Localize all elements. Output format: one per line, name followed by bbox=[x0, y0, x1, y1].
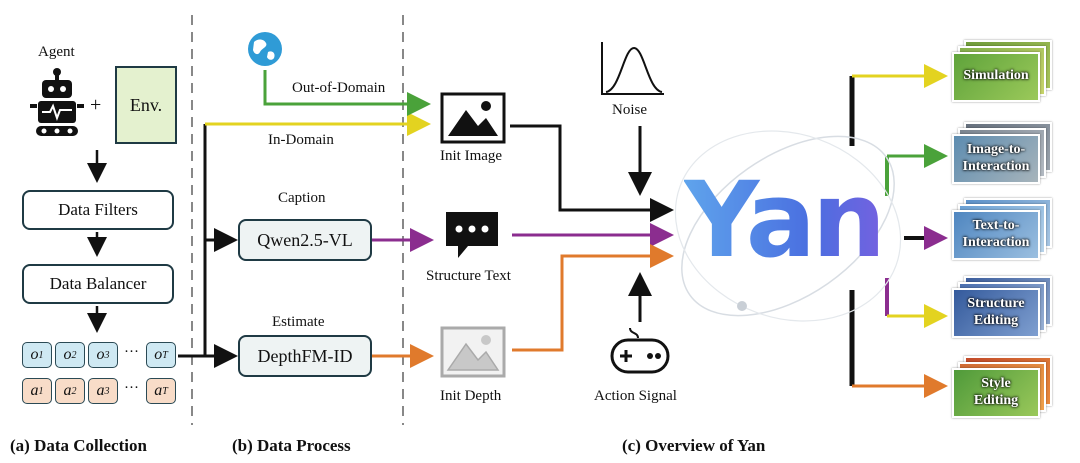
noise-curve-icon bbox=[601, 42, 664, 95]
depth-image-icon bbox=[440, 326, 506, 378]
out-of-domain-label: Out-of-Domain bbox=[292, 80, 386, 96]
environment-box: Env. bbox=[115, 66, 177, 144]
globe-icon bbox=[248, 32, 282, 66]
yan-logo: Yan bbox=[684, 160, 894, 280]
structure-text-label: Structure Text bbox=[426, 268, 511, 284]
chat-bubble-icon bbox=[446, 212, 498, 258]
caption-label: Caption bbox=[278, 190, 326, 206]
output-simulation-label: Simulation bbox=[963, 68, 1029, 83]
depthfm-model-box: DepthFM-ID bbox=[238, 335, 372, 377]
noise-label: Noise bbox=[612, 102, 647, 118]
data-balancer-label: Data Balancer bbox=[49, 274, 147, 293]
depthfm-model-label: DepthFM-ID bbox=[257, 345, 353, 366]
plus-sign: + bbox=[90, 94, 102, 116]
init-depth-label: Init Depth bbox=[440, 388, 502, 404]
data-filters-box: Data Filters bbox=[22, 190, 174, 230]
data-balancer-box: Data Balancer bbox=[22, 264, 174, 304]
data-filters-label: Data Filters bbox=[58, 200, 138, 219]
action-signal-label: Action Signal bbox=[594, 388, 677, 404]
output-style-editing-label: Style Editing bbox=[973, 376, 1019, 408]
caption-overview: (c) Overview of Yan bbox=[622, 436, 766, 455]
caption-data-process: (b) Data Process bbox=[232, 436, 351, 455]
caption-data-collection: (a) Data Collection bbox=[10, 436, 147, 455]
init-image-label: Init Image bbox=[440, 148, 503, 164]
output-text-to-interaction-label: Text-to- Interaction bbox=[962, 218, 1030, 250]
output-image-to-interaction-label: Image-to- Interaction bbox=[962, 142, 1030, 174]
output-structure-editing-label: Structure Editing bbox=[967, 296, 1025, 328]
environment-label: Env. bbox=[129, 94, 163, 115]
robot-icon bbox=[30, 68, 84, 136]
in-domain-label: In-Domain bbox=[268, 132, 334, 148]
gamepad-icon bbox=[610, 327, 670, 374]
qwen-model-label: Qwen2.5-VL bbox=[257, 229, 353, 250]
observation-ellipsis: ··· bbox=[124, 344, 139, 360]
image-icon bbox=[440, 92, 506, 144]
estimate-label: Estimate bbox=[272, 314, 325, 330]
agent-label: Agent bbox=[38, 44, 75, 60]
action-ellipsis: ··· bbox=[124, 380, 139, 396]
qwen-model-box: Qwen2.5-VL bbox=[238, 219, 372, 261]
